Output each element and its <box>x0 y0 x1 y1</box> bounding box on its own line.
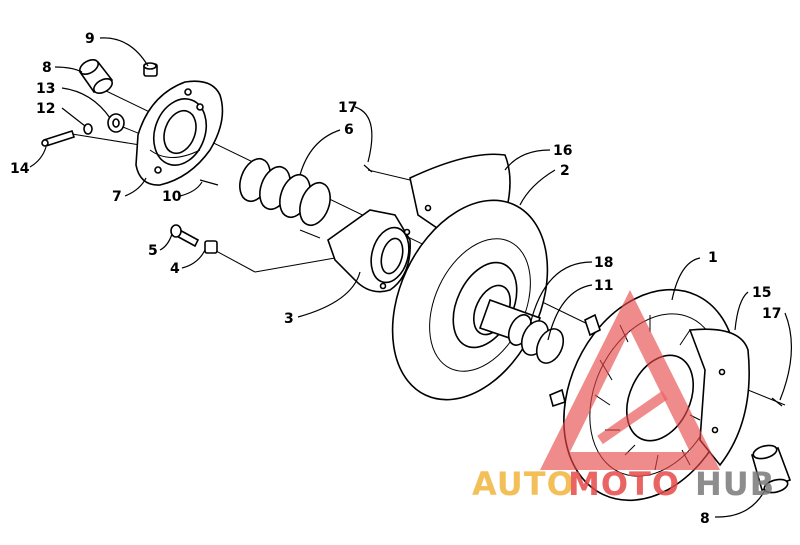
part-17-screw-top <box>363 164 373 173</box>
part-7-cover-plate <box>135 80 224 186</box>
part-13-washer <box>107 113 125 133</box>
part-10-pin <box>199 179 219 186</box>
part-3-cam <box>327 209 411 293</box>
part-2-sheave <box>391 199 549 401</box>
watermark-text-moto: MOTO <box>568 465 680 503</box>
leader-lines <box>29 37 792 518</box>
callout-11: 11 <box>594 278 613 294</box>
callout-14: 14 <box>10 161 30 177</box>
callout-12: 12 <box>36 101 55 117</box>
part-12-ring <box>83 123 93 135</box>
watermark-text-hub: HUB <box>695 465 775 503</box>
part-9-nut <box>143 62 158 77</box>
part-8-bushing-top <box>78 58 114 95</box>
callout-1: 1 <box>708 250 718 266</box>
callout-9: 9 <box>85 31 95 47</box>
bolt-guide-2 <box>254 257 336 273</box>
callout-16: 16 <box>553 143 572 159</box>
callout-2: 2 <box>560 163 570 179</box>
callout-17-top: 17 <box>338 100 357 116</box>
part-14-pin <box>41 129 76 148</box>
watermark-text-auto: AUTO <box>472 465 575 503</box>
callout-8-top: 8 <box>42 60 52 76</box>
watermark: AUTO MOTO HUB <box>472 290 775 503</box>
callout-10: 10 <box>162 189 182 205</box>
callout-13: 13 <box>36 81 55 97</box>
part-6-spring <box>239 157 331 239</box>
callout-5: 5 <box>148 243 158 259</box>
pin-guide <box>71 133 141 146</box>
callout-4: 4 <box>170 261 180 277</box>
part-17-screw-rear <box>771 397 783 407</box>
watermark-triangle-logo <box>540 290 720 470</box>
part-4-nut <box>204 240 218 254</box>
part-15-plate <box>688 328 750 467</box>
callout-8-bottom: 8 <box>700 511 710 527</box>
callout-6: 6 <box>344 122 354 138</box>
part-8-bushing-bottom <box>751 444 792 494</box>
callout-3: 3 <box>284 311 294 327</box>
callout-17-rear: 17 <box>762 306 781 322</box>
part-5-bolt <box>170 224 200 248</box>
callout-15: 15 <box>752 285 771 301</box>
callout-18: 18 <box>594 255 613 271</box>
part-11-rings <box>520 320 565 364</box>
callout-7: 7 <box>112 189 122 205</box>
callout-labels: 9 8 13 12 14 7 10 17 6 5 4 3 16 2 18 11 … <box>10 31 781 527</box>
